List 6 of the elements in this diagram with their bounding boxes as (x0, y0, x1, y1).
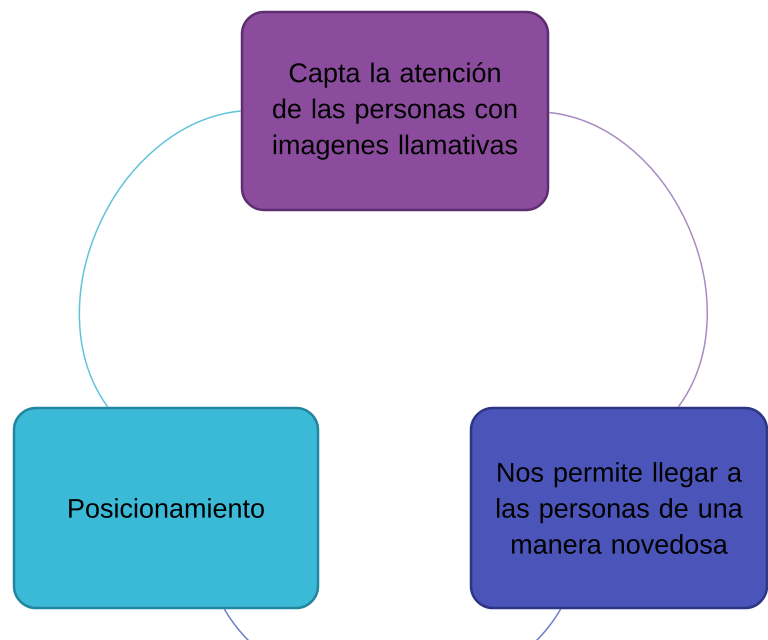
process-box: Posicionamiento (12, 406, 320, 610)
connector-arc (78, 110, 241, 408)
process-box: Capta la atención de las personas con imagenes llamativas (240, 10, 550, 212)
process-box: Nos permite llegar a las personas de una manera novedosa (470, 406, 768, 610)
connector-arc (224, 608, 562, 640)
connector-arc (549, 112, 708, 408)
